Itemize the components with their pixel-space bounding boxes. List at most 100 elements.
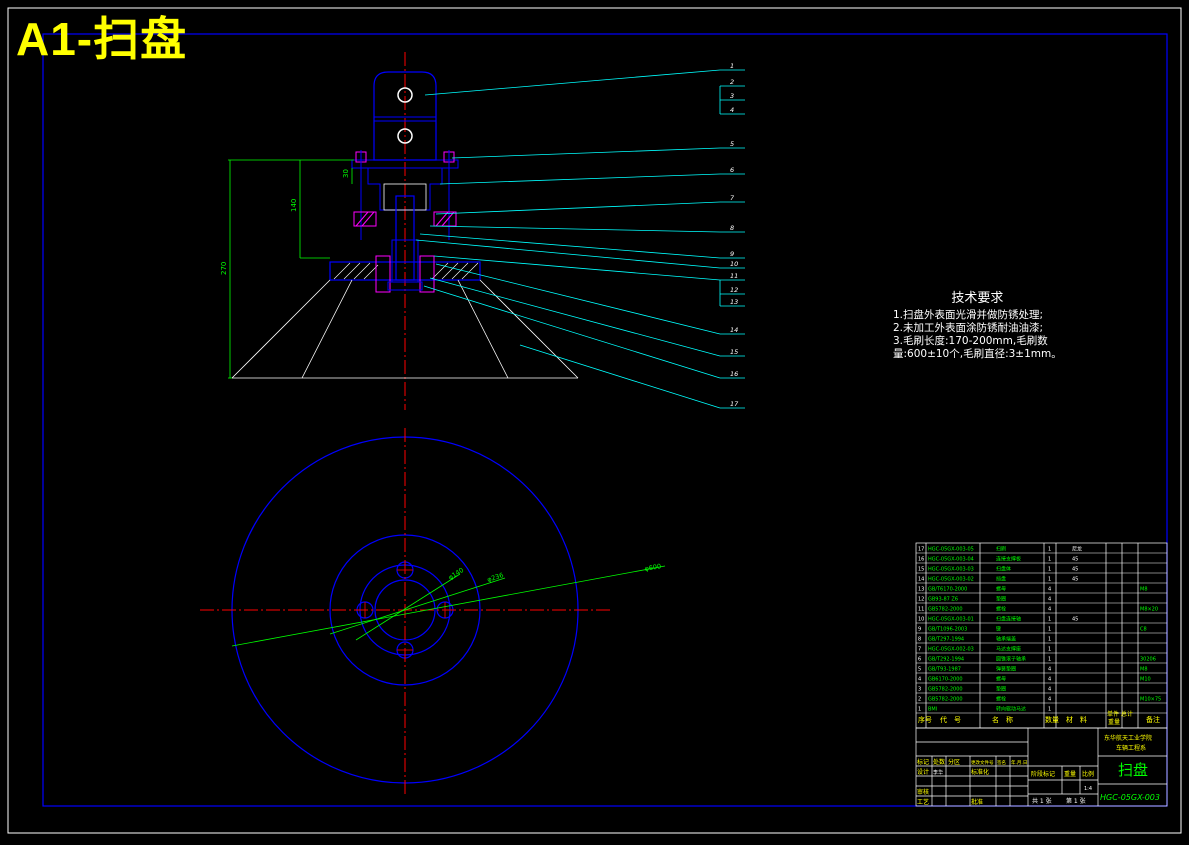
parts-cell-name: 螺母: [996, 586, 1006, 593]
parts-cell-name: 马达支撑座: [996, 646, 1021, 653]
dim-height-mid: 140: [290, 199, 298, 212]
outer-border: [7, 7, 1182, 834]
parts-cell-code: GB/T6170-2000: [928, 587, 967, 593]
parts-cell-qty: 4: [1048, 687, 1051, 693]
dim-dia-600: φ600: [644, 562, 662, 573]
svg-text:15: 15: [730, 348, 738, 356]
svg-text:9: 9: [730, 250, 734, 258]
svg-text:序号: 序号: [918, 715, 932, 724]
svg-text:设计: 设计: [917, 768, 929, 776]
parts-cell-name: 圆锥滚子轴承: [996, 656, 1026, 663]
svg-text:重量: 重量: [1064, 770, 1076, 778]
parts-cell-code: HGC-05GX-003-02: [928, 577, 974, 583]
parts-cell-name: 转向驱动马达: [996, 706, 1026, 713]
parts-cell-name: 挡盘: [996, 576, 1006, 583]
parts-cell-note: M10: [1140, 677, 1151, 683]
parts-cell-note: M8: [1140, 587, 1148, 593]
parts-cell-code: BMI: [928, 707, 937, 713]
parts-cell-code: HGC-05GX-003-03: [928, 567, 974, 573]
svg-text:标记: 标记: [917, 758, 929, 766]
parts-cell-name: 轴承端盖: [996, 636, 1016, 643]
motor-port-upper: [397, 87, 413, 103]
svg-text:8: 8: [730, 224, 734, 232]
svg-text:17: 17: [730, 400, 739, 408]
parts-cell-mat: 45: [1072, 567, 1078, 573]
svg-text:数量: 数量: [1045, 715, 1059, 724]
parts-cell-code: GB6170-2000: [928, 677, 963, 683]
svg-text:备注: 备注: [1146, 715, 1160, 724]
svg-text:1:4: 1:4: [1084, 786, 1092, 792]
dim-line-140: [355, 573, 461, 641]
dim-height-total: 270: [220, 262, 228, 275]
svg-text:比例: 比例: [1082, 770, 1094, 778]
parts-cell-qty: 1: [1048, 647, 1051, 653]
svg-text:阶段标记: 阶段标记: [1031, 770, 1055, 778]
parts-cell-no: 13: [918, 587, 924, 593]
parts-header: 序号 代 号 名 称 数量 材 料 单件 总计 重量 备注: [918, 710, 1160, 726]
parts-cell-qty: 4: [1048, 587, 1051, 593]
parts-cell-qty: 1: [1048, 547, 1051, 553]
dim-height-small: 30: [342, 169, 350, 178]
parts-cell-no: 2: [918, 697, 921, 703]
parts-cell-no: 12: [918, 597, 924, 603]
parts-cell-name: 扫盘体: [996, 566, 1011, 573]
parts-cell-qty: 1: [1048, 617, 1051, 623]
section-view: 270 140 30: [220, 52, 579, 410]
parts-cell-qty: 4: [1048, 667, 1051, 673]
parts-cell-no: 8: [918, 637, 921, 643]
svg-text:审核: 审核: [917, 788, 929, 796]
svg-text:分区: 分区: [948, 758, 960, 766]
parts-cell-qty: 1: [1048, 577, 1051, 583]
dim-dia-140: φ140: [447, 566, 465, 582]
parts-cell-code: GB5782-2000: [928, 697, 963, 703]
parts-cell-qty: 1: [1048, 627, 1051, 633]
parts-cell-no: 5: [918, 667, 921, 673]
svg-text:6: 6: [730, 166, 734, 174]
dim-line-236: [329, 577, 506, 635]
parts-cell-note: M8×20: [1140, 607, 1158, 613]
svg-text:单件 总计: 单件 总计: [1107, 710, 1133, 718]
parts-cell-qty: 1: [1048, 567, 1051, 573]
parts-cell-qty: 4: [1048, 677, 1051, 683]
parts-cell-note: 30206: [1140, 657, 1156, 663]
motor-body: [373, 71, 437, 161]
leader-numbers: 1 2 3 4 5 6 7 8 9 10 11 12 13 14 15 16 1…: [730, 62, 739, 408]
parts-cell-note: M10×75: [1140, 697, 1161, 703]
motor-port-lower: [397, 128, 413, 144]
parts-cell-qty: 1: [1048, 557, 1051, 563]
svg-text:标准化: 标准化: [971, 768, 989, 776]
parts-cell-name: 螺栓: [996, 606, 1006, 613]
svg-text:东华航天工业学院: 东华航天工业学院: [1104, 734, 1152, 742]
svg-text:李华: 李华: [933, 769, 943, 776]
parts-cell-code: GB/T1096-2003: [928, 627, 967, 633]
svg-text:重量: 重量: [1108, 718, 1120, 726]
inner-frame: [42, 33, 1168, 807]
parts-cell-name: 螺母: [996, 676, 1006, 683]
brush-disc-section: [329, 261, 481, 281]
svg-text:共 1 张: 共 1 张: [1032, 797, 1052, 805]
bristle-outline-left: [231, 279, 331, 379]
parts-cell-code: HGC-05GX-003-05: [928, 547, 974, 553]
svg-text:1: 1: [730, 62, 734, 70]
bristle-outline-right: [479, 279, 579, 379]
title-block-text: 东华航天工业学院 车辆工程系 扫盘 HGC-05GX-003 阶段标记 重量 比…: [917, 734, 1160, 806]
parts-cell-code: GB93-87 Z6: [928, 597, 958, 603]
svg-text:10: 10: [730, 260, 738, 268]
tech-heading: 技术要求: [951, 291, 1004, 306]
parts-cell-code: GB5782-2000: [928, 687, 963, 693]
svg-text:材 料: 材 料: [1066, 715, 1087, 724]
parts-cell-code: HGC-05GX-003-04: [928, 557, 974, 563]
parts-cell-code: GB/T93-1987: [928, 667, 961, 673]
parts-cell-no: 11: [918, 607, 924, 613]
svg-text:4: 4: [730, 106, 734, 114]
parts-cell-note: C8: [1140, 627, 1147, 633]
svg-text:更改文件号: 更改文件号: [971, 759, 994, 766]
parts-cell-qty: 1: [1048, 657, 1051, 663]
svg-text:年.月.日: 年.月.日: [1011, 759, 1027, 766]
parts-cell-name: 连接支撑板: [996, 556, 1021, 563]
technical-requirements: 技术要求 1.扫盘外表面光滑并做防锈处理; 2.未加工外表面涂防锈耐油油漆; 3…: [893, 292, 1062, 361]
svg-text:16: 16: [730, 370, 738, 378]
parts-cell-qty: 4: [1048, 697, 1051, 703]
parts-cell-no: 7: [918, 647, 921, 653]
